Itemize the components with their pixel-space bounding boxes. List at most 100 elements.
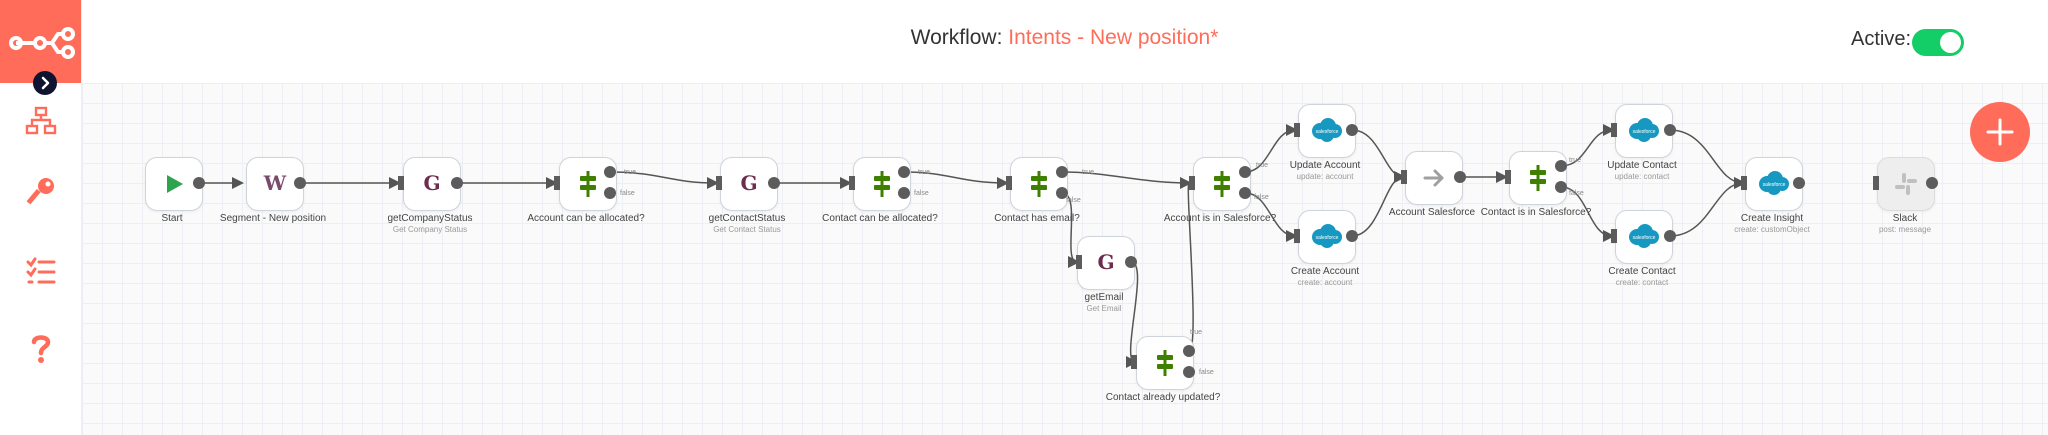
n8n-logo-icon [9,27,75,59]
if-signpost-icon [1214,171,1230,197]
node-subtitle: Get Company Status [392,225,468,234]
n8n-logo[interactable] [0,0,81,83]
node-contact-has-email[interactable] [1010,157,1068,211]
input-port[interactable] [1611,123,1617,137]
output-port-false[interactable] [1056,187,1068,199]
output-port-false[interactable] [604,187,616,199]
input-port[interactable] [1505,170,1511,184]
branch-label-true: true [1190,329,1203,336]
output-port[interactable] [1664,124,1676,136]
node-update-account[interactable]: salesforce [1298,104,1356,158]
output-port[interactable] [1125,256,1137,268]
sidebar-item-help[interactable] [24,331,58,365]
input-port[interactable] [1294,229,1300,243]
g-letter-icon: G [423,171,441,195]
sidebar-item-credentials[interactable] [24,175,58,209]
node-account-allocated[interactable] [559,157,617,211]
add-node-button[interactable] [1970,102,2030,162]
output-port[interactable] [1793,177,1805,189]
question-icon [31,335,51,363]
list-check-icon [26,257,56,284]
node-subtitle: create: customObject [1734,225,1810,234]
svg-text:salesforce: salesforce [1633,129,1656,135]
node-subtitle: Get Email [1086,304,1122,313]
output-port-true[interactable] [1239,166,1251,178]
branch-label-true: true [1082,169,1095,176]
node-slack[interactable] [1877,157,1935,211]
input-port[interactable] [1401,170,1407,184]
branch-label-false: false [914,190,929,197]
output-port[interactable] [451,177,463,189]
output-port[interactable] [1346,124,1358,136]
if-signpost-icon [1157,350,1173,376]
sidebar-item-workflows[interactable] [24,104,58,138]
input-port[interactable] [398,176,404,190]
input-port[interactable] [1294,123,1300,137]
output-port[interactable] [1664,230,1676,242]
node-subtitle: create: account [1297,278,1353,287]
node-contact-in-salesforce[interactable] [1509,151,1567,205]
output-port[interactable] [1346,230,1358,242]
node-label: Contact can be allocated? [822,213,938,224]
node-label: Contact already updated? [1105,392,1221,403]
node-contact-updated[interactable] [1136,336,1194,390]
if-signpost-icon [580,171,596,197]
output-port-true[interactable] [1056,166,1068,178]
node-subtitle: Get Contact Status [713,225,781,234]
output-port-false[interactable] [1183,366,1195,378]
branch-label-false: false [620,190,635,197]
output-port-false[interactable] [898,187,910,199]
node-update-contact[interactable]: salesforce [1615,104,1673,158]
input-port[interactable] [1006,176,1012,190]
svg-text:salesforce: salesforce [1316,235,1339,241]
output-port[interactable] [768,177,780,189]
output-port-false[interactable] [1239,187,1251,199]
play-icon [167,175,183,193]
node-label: Start [161,213,183,224]
workflow-name[interactable]: Intents - New position* [1008,26,1219,49]
output-port[interactable] [1926,177,1938,189]
output-port[interactable] [294,177,306,189]
node-subtitle: post: message [1878,225,1932,234]
input-port[interactable] [1076,255,1082,269]
chevron-right-icon [41,76,50,90]
output-port-true[interactable] [1555,160,1567,172]
node-label: Create Account [1290,266,1360,277]
input-port[interactable] [554,176,560,190]
sidebar-expand-button[interactable] [33,71,57,95]
input-port[interactable] [849,176,855,190]
branch-label-false: false [1254,194,1269,201]
output-port-false[interactable] [1555,181,1567,193]
node-label: Contact has email? [994,213,1080,224]
slack-icon [1895,173,1917,195]
node-subtitle: update: account [1296,172,1354,181]
node-label: Update Contact [1607,160,1677,171]
output-port-true[interactable] [604,166,616,178]
if-signpost-icon [1530,165,1546,191]
sidebar [0,0,82,435]
node-label: Slack [1892,213,1918,224]
output-port-true[interactable] [1183,345,1195,357]
node-label: Segment - New position [219,213,327,224]
input-port[interactable] [1873,176,1879,190]
salesforce-icon: salesforce [1312,224,1342,248]
active-label: Active: [1851,28,1912,50]
input-port[interactable] [1611,229,1617,243]
input-port[interactable] [716,176,722,190]
output-port[interactable] [1454,171,1466,183]
salesforce-icon: salesforce [1629,224,1659,248]
branch-label-false: false [1569,190,1584,197]
sidebar-item-executions[interactable] [24,254,58,288]
workflow-canvas[interactable] [82,83,2048,435]
input-port[interactable] [1741,176,1747,190]
output-port-true[interactable] [898,166,910,178]
node-account-salesforce[interactable] [1405,151,1463,205]
salesforce-icon: salesforce [1759,171,1789,195]
input-port[interactable] [1189,176,1195,190]
node-label: Create Contact [1608,266,1676,277]
input-port[interactable] [1131,355,1137,369]
active-toggle[interactable] [1912,29,1964,56]
arrow-right-icon [1423,169,1444,187]
output-port[interactable] [193,177,205,189]
g-letter-icon: G [1097,250,1115,274]
